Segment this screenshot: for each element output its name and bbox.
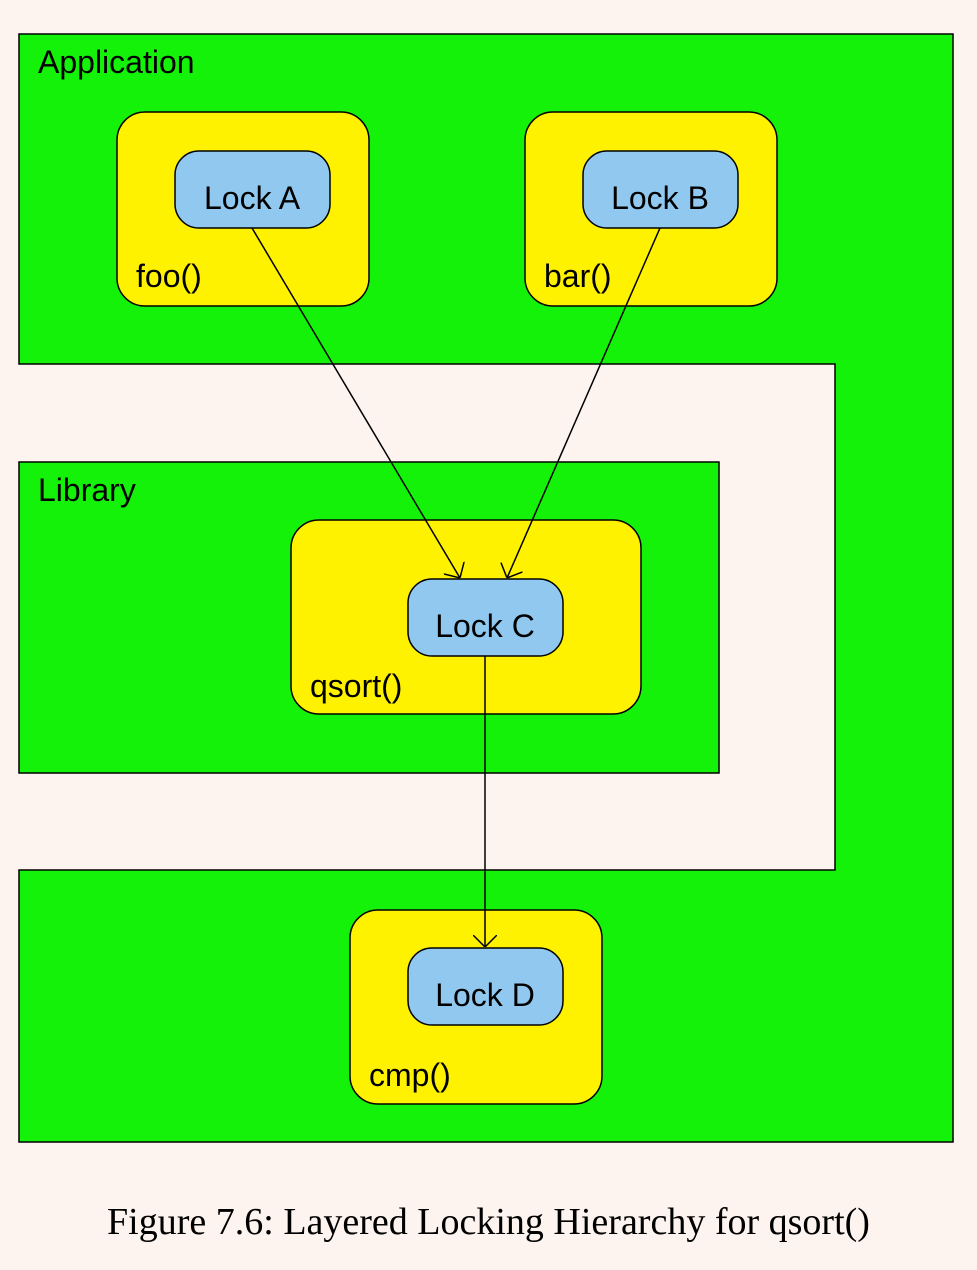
function-qsort: qsort() Lock C bbox=[290, 519, 642, 715]
lock-b-label: Lock B bbox=[611, 180, 709, 216]
lock-d-label: Lock D bbox=[435, 977, 535, 1013]
figure-caption: Figure 7.6: Layered Locking Hierarchy fo… bbox=[107, 1201, 870, 1243]
edge-lock-b-to-lock-c bbox=[507, 227, 661, 578]
function-bar-label: bar() bbox=[544, 258, 612, 294]
function-foo: foo() Lock A bbox=[116, 111, 370, 307]
application-layer bbox=[18, 33, 954, 1143]
diagram-canvas: Application Library foo() Lock A bar() L… bbox=[18, 33, 954, 1143]
lock-c-label: Lock C bbox=[435, 608, 535, 644]
application-layer-label: Application bbox=[38, 44, 195, 80]
lock-d-box bbox=[407, 947, 564, 1026]
library-layer-label: Library bbox=[38, 472, 136, 508]
edge-lock-a-to-lock-c bbox=[251, 227, 460, 578]
function-bar: bar() Lock B bbox=[524, 111, 778, 307]
function-cmp-label: cmp() bbox=[369, 1057, 451, 1093]
lock-b-box bbox=[582, 150, 739, 229]
function-foo-label: foo() bbox=[136, 258, 202, 294]
function-cmp: cmp() Lock D bbox=[349, 909, 603, 1105]
lock-a-label: Lock A bbox=[204, 180, 301, 216]
function-qsort-label: qsort() bbox=[310, 668, 402, 704]
